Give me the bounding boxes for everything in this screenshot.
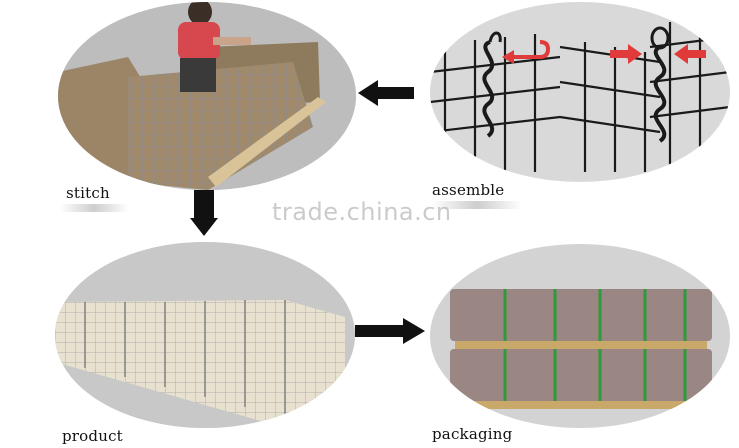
- caption-product: product: [62, 427, 123, 445]
- caption-stitch: stitch: [66, 184, 110, 202]
- caption-underline: [432, 201, 522, 209]
- watermark: trade.china.cn: [272, 198, 452, 226]
- push-arrow-left-icon: [610, 44, 642, 64]
- arrow-down-icon: [190, 190, 218, 236]
- product-photo: [55, 242, 355, 428]
- arrow-right-icon: [355, 318, 425, 344]
- packaging-photo: [430, 244, 730, 428]
- assemble-diagram: [430, 2, 730, 182]
- stitch-photo: [58, 2, 356, 190]
- rotate-arrow-icon: [502, 40, 551, 64]
- caption-assemble: assemble: [432, 181, 505, 199]
- arrow-left-icon: [358, 80, 414, 106]
- caption-packaging: packaging: [432, 425, 513, 443]
- push-arrow-right-icon: [674, 44, 706, 64]
- caption-underline: [60, 204, 128, 212]
